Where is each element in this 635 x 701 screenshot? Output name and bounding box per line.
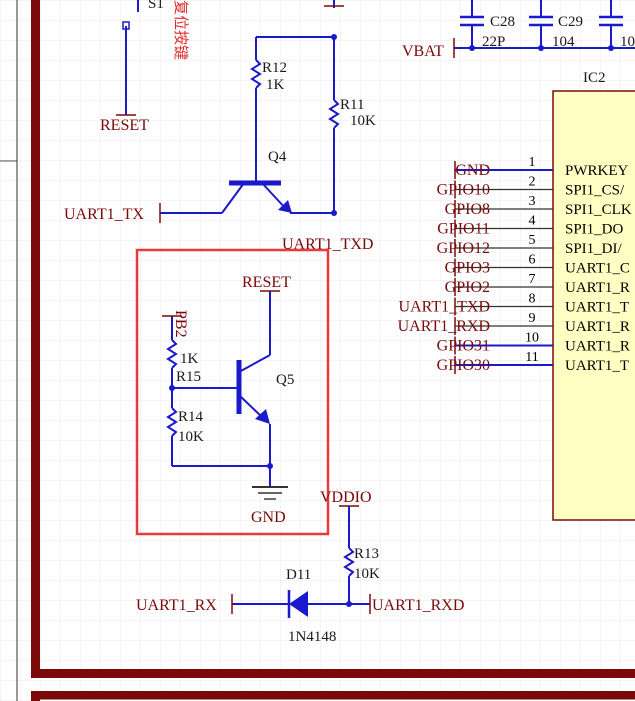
ic2-pin-number: 4 xyxy=(529,214,536,229)
ic2-pin-number: 3 xyxy=(529,194,536,209)
ic2-ref: IC2 xyxy=(583,70,606,86)
highlight-box xyxy=(135,248,330,536)
r12-ref: R12 xyxy=(262,60,287,76)
ic2-pin-number: 6 xyxy=(529,253,536,268)
ic2-pin-number: 9 xyxy=(529,311,536,326)
q4-circuit: R12 1K R11 10K Q4 UART1_TX UART1_TXD xyxy=(64,0,376,253)
ic2-pin-name: SPI1_CS/ xyxy=(565,183,625,199)
r11-val: 10K xyxy=(350,113,376,129)
ic2-pin-number: 2 xyxy=(529,175,536,190)
d11-val: 1N4148 xyxy=(288,629,336,645)
ic2-pin-net: GPIO30 xyxy=(437,357,490,374)
net-pb2: PB2 xyxy=(172,310,189,338)
ic2-pin-net: GPIO3 xyxy=(445,260,490,277)
rx-circuit: VDDIO R13 10K D11 1N4148 UART1_RX UART1_… xyxy=(136,489,464,645)
c28-val: 22P xyxy=(482,34,505,50)
net-gnd-q5: GND xyxy=(251,509,286,526)
ic2-pin-name: UART1_T xyxy=(565,358,629,374)
c28-ref: C28 xyxy=(490,14,515,30)
ic2-body xyxy=(552,90,635,521)
net-uart1-rx: UART1_RX xyxy=(136,597,217,614)
r14-val: 10K xyxy=(178,429,204,445)
capacitors: VBAT C28 22P C29 104 10 xyxy=(402,0,635,60)
c30-val: 10 xyxy=(620,34,635,50)
ic2-pin-net: GPIO10 xyxy=(437,182,490,199)
net-reset-s1: RESET xyxy=(100,117,149,134)
ic2-pin-net: GPIO11 xyxy=(437,221,490,238)
ic2-pin-number: 7 xyxy=(529,272,536,287)
r13-val: 10K xyxy=(354,566,380,582)
net-uart1-rxd: UART1_RXD xyxy=(372,597,464,614)
q5-ref: Q5 xyxy=(276,372,294,388)
ic2-pin-net: GPIO31 xyxy=(437,338,490,355)
net-uart1-tx: UART1_TX xyxy=(64,206,144,223)
net-vbat: VBAT xyxy=(402,43,444,60)
ic2-pin-name: SPI1_DO xyxy=(565,222,624,238)
ic2-pin-number: 1 xyxy=(529,155,536,170)
ic2-pin-name: UART1_R xyxy=(565,339,630,355)
ic2-pin-number: 5 xyxy=(529,233,536,248)
ic2-pin-name: UART1_R xyxy=(565,280,630,296)
r12-val: 1K xyxy=(266,77,285,93)
ic2-pin-name: UART1_R xyxy=(565,319,630,335)
ic2-pin-name: UART1_T xyxy=(565,300,629,316)
r15-ref: R15 xyxy=(176,369,201,385)
net-reset-q5: RESET xyxy=(242,274,291,291)
ic2-pin-name: PWRKEY xyxy=(565,163,629,179)
c29-val: 104 xyxy=(552,34,575,50)
ic2-pin-net: GPIO12 xyxy=(437,240,490,257)
q4-ref: Q4 xyxy=(268,149,287,165)
ic2-pin-number: 10 xyxy=(525,331,539,346)
ic2-pin-number: 11 xyxy=(525,350,538,365)
net-vddio: VDDIO xyxy=(320,489,372,506)
ic2-pin-net: GPIO2 xyxy=(445,279,490,296)
d11-ref: D11 xyxy=(286,567,311,583)
ic2-pin-number: 8 xyxy=(529,292,536,307)
r15-val: 1K xyxy=(180,351,199,367)
r11-ref: R11 xyxy=(340,97,364,113)
ic2-pin-net: UART1_TXD xyxy=(399,299,490,316)
ic2-pin-name: SPI1_DI/ xyxy=(565,241,623,257)
ic2-pin-net: GPIO8 xyxy=(445,201,490,218)
q5-circuit: RESET Q5 PB2 1K R15 R14 10K GND xyxy=(135,248,330,536)
r14-ref: R14 xyxy=(178,409,204,425)
ic2-pin-name: SPI1_CLK xyxy=(565,202,632,218)
ic2-pin-net: UART1_RXD xyxy=(398,318,490,335)
ic2-pin-net: GND xyxy=(455,162,490,179)
r13-ref: R13 xyxy=(354,546,379,562)
s1-switch: S1 RESET 复位按键 xyxy=(100,0,190,134)
ic2-pin-name: UART1_C xyxy=(565,261,630,277)
c29-ref: C29 xyxy=(558,14,583,30)
s1-ref: S1 xyxy=(148,0,164,12)
s1-note: 复位按键 xyxy=(172,0,190,60)
